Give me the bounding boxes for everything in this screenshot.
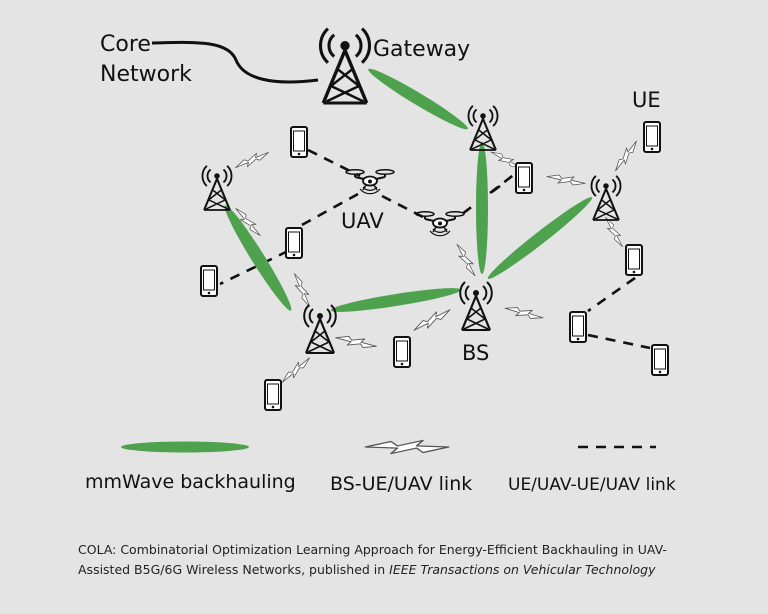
phone-icon <box>290 126 308 158</box>
gateway-tower-icon <box>318 26 372 105</box>
legend-mmwave-label: mmWave backhauling <box>85 471 296 493</box>
bs-tower-icon <box>303 303 337 355</box>
core-network-cable <box>151 40 319 84</box>
caption-text: COLA: Combinatorial Optimization Learnin… <box>78 542 667 577</box>
core-network-label: Core <box>100 32 151 57</box>
phone-icon <box>285 227 303 259</box>
caption-journal: IEEE Transactions on Vehicular Technolog… <box>389 562 656 577</box>
core-network-label: Network <box>100 62 192 87</box>
phone-icon <box>651 344 669 376</box>
phone-icon <box>515 162 533 194</box>
phone-icon <box>643 121 661 153</box>
phone-icon <box>569 311 587 343</box>
figure-caption: COLA: Combinatorial Optimization Learnin… <box>78 540 718 580</box>
phone-icon <box>393 336 411 368</box>
legend: mmWave backhauling BS-UE/UAV link UE/UAV… <box>85 439 676 495</box>
legend-bs-link-label: BS-UE/UAV link <box>330 473 472 495</box>
drone-icon <box>415 210 465 237</box>
uav-label: UAV <box>341 209 384 233</box>
bs-label: BS <box>462 341 489 365</box>
legend-zigzag-icon <box>364 439 450 455</box>
bs-links <box>232 138 641 386</box>
bs-tower-icon <box>201 164 233 212</box>
phone-icon <box>200 265 218 297</box>
drone-icon <box>345 168 395 195</box>
bs-tower-icon <box>467 104 499 152</box>
gateway-label: Gateway <box>373 37 470 62</box>
phone-icon <box>264 379 282 411</box>
legend-mmwave-swatch <box>121 441 249 453</box>
mmwave-links <box>224 68 593 312</box>
ue-label: UE <box>632 88 661 112</box>
legend-uav-link-label: UE/UAV-UE/UAV link <box>508 475 676 495</box>
bs-tower-icon <box>590 174 622 222</box>
phone-icon <box>625 244 643 276</box>
bs-tower-icon <box>459 280 493 332</box>
